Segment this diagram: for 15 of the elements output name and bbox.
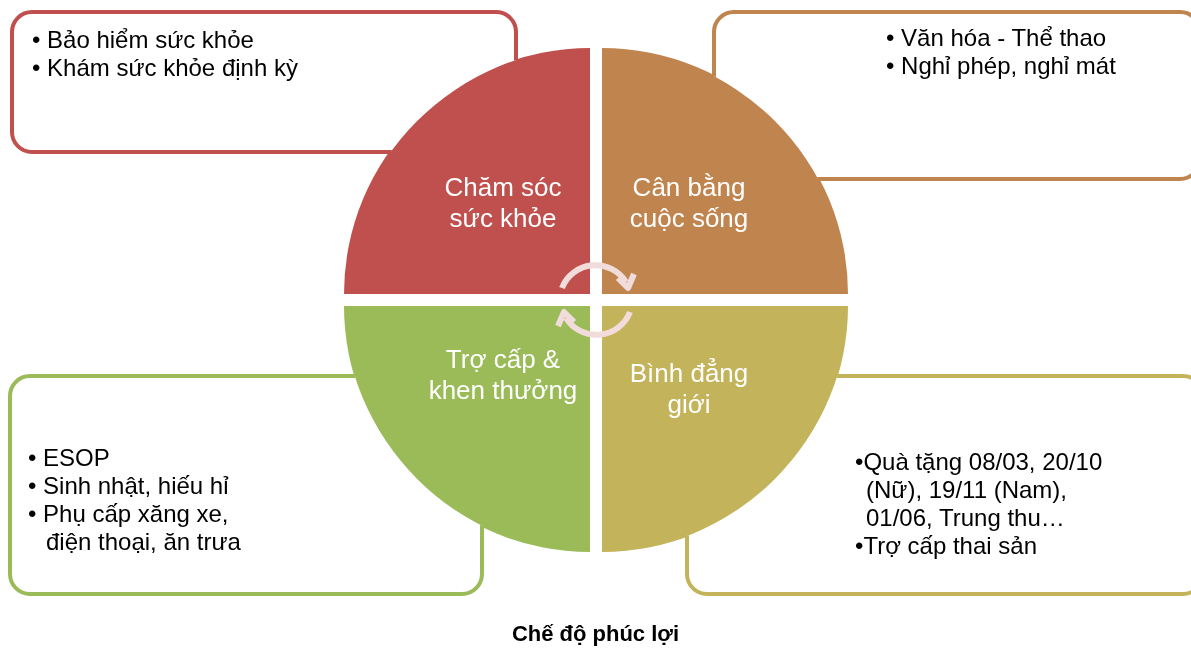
bullet-list-card xyxy=(10,10,518,154)
bullet-item: • Bảo hiểm sức khỏe xyxy=(32,26,255,54)
bullet-item: • Sinh nhật, hiếu hỉ xyxy=(28,472,230,500)
segment-label: Trợ cấp & khen thưởng xyxy=(428,344,578,406)
bullet-item: • Văn hóa - Thể thao xyxy=(886,24,1108,52)
bullet-item: • Nghỉ phép, nghỉ mát xyxy=(886,52,1117,80)
bullet-item: • Phụ cấp xăng xe, điện thoại, ăn trưa xyxy=(28,500,242,556)
bullet-item: • Khám sức khỏe định kỳ xyxy=(32,54,299,82)
bullet-item: •Quà tặng 08/03, 20/10 (Nữ), 19/11 (Nam), 01/06, Trung thu… xyxy=(855,448,1104,532)
diagram-caption: Chế độ phúc lợi xyxy=(510,621,681,647)
bullet-item: • ESOP xyxy=(28,444,111,472)
segment-label: Chăm sóc sức khỏe xyxy=(443,172,563,234)
segment-label: Cân bằng cuộc sống xyxy=(628,172,750,234)
segment-label: Bình đẳng giới xyxy=(628,358,750,420)
bullet-item: •Trợ cấp thai sản xyxy=(855,532,1038,560)
